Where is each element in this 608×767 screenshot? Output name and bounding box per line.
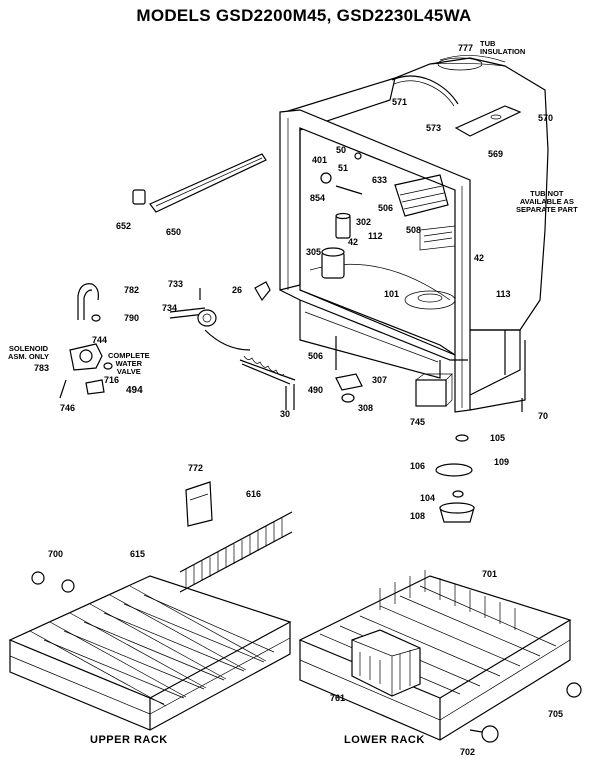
note-line: ASM. ONLY <box>8 352 49 361</box>
left-parts <box>59 153 296 410</box>
lower-rack-caption: LOWER RACK <box>344 734 425 746</box>
part-number-733: 733 <box>168 279 184 289</box>
part-number-570: 570 <box>538 113 554 123</box>
part-number-108: 108 <box>410 511 426 521</box>
part-number-700: 700 <box>48 549 64 559</box>
part-number-308: 308 <box>358 403 374 413</box>
complete-valve-note: COMPLETE WATER VALVE <box>108 352 150 376</box>
part-number-106: 106 <box>410 461 426 471</box>
part-number-746: 746 <box>60 403 76 413</box>
upper-rack-parts <box>31 481 293 593</box>
part-number-745: 745 <box>410 417 426 427</box>
tub-not-available-note: TUB NOT AVAILABLE AS SEPARATE PART <box>516 190 578 214</box>
right-parts <box>335 336 523 523</box>
part-number-650: 650 <box>166 227 182 237</box>
part-number-494: 494 <box>126 385 143 396</box>
solenoid-note: SOLENOID ASM. ONLY <box>8 345 49 361</box>
note-line: SEPARATE PART <box>516 205 578 214</box>
note-line: WATER <box>115 359 143 368</box>
part-number-716: 716 <box>104 375 120 385</box>
tub-assembly <box>279 55 549 413</box>
part-number-307: 307 <box>372 375 388 385</box>
part-number-401: 401 <box>312 155 328 165</box>
note-line: SOLENOID <box>8 344 49 353</box>
part-number-42-left: 42 <box>348 237 359 247</box>
part-number-790: 790 <box>124 313 140 323</box>
note-line: TUB NOT <box>530 189 564 198</box>
part-number-761: 761 <box>330 693 346 703</box>
upper-rack-caption: UPPER RACK <box>90 734 168 746</box>
part-number-112: 112 <box>368 231 383 241</box>
part-number-105: 105 <box>490 433 506 443</box>
note-line: COMPLETE <box>108 351 150 360</box>
part-number-705: 705 <box>548 709 564 719</box>
part-number-854: 854 <box>310 193 326 203</box>
part-number-50: 50 <box>336 145 347 155</box>
part-number-573: 573 <box>426 123 442 133</box>
part-number-777: 777 <box>458 43 474 53</box>
part-number-734: 734 <box>162 303 178 313</box>
part-number-506-bottom: 506 <box>308 351 324 361</box>
page-title: MODELS GSD2200M45, GSD2230L45WA <box>136 6 472 25</box>
upper-rack <box>8 575 292 731</box>
part-number-633: 633 <box>372 175 388 185</box>
note-line: VALVE <box>116 367 141 376</box>
part-number-782: 782 <box>124 285 140 295</box>
part-number-772: 772 <box>188 463 204 473</box>
part-number-652: 652 <box>116 221 132 231</box>
part-number-744: 744 <box>92 335 108 345</box>
note-line: TUB <box>480 39 496 48</box>
part-number-305: 305 <box>306 247 322 257</box>
note-line: INSULATION <box>480 47 526 56</box>
part-number-702: 702 <box>460 747 476 757</box>
part-number-506-top: 506 <box>378 203 394 213</box>
part-number-616: 616 <box>246 489 262 499</box>
note-line: AVAILABLE AS <box>519 197 574 206</box>
part-number-571: 571 <box>392 97 408 107</box>
lower-rack <box>298 570 582 743</box>
part-number-508: 508 <box>406 225 422 235</box>
part-number-302: 302 <box>356 217 372 227</box>
part-number-42-right: 42 <box>474 253 485 263</box>
part-number-26: 26 <box>232 285 243 295</box>
part-number-615: 615 <box>130 549 146 559</box>
part-number-109: 109 <box>494 457 510 467</box>
part-number-51: 51 <box>338 163 349 173</box>
part-number-783: 783 <box>34 363 50 373</box>
part-number-490: 490 <box>308 385 324 395</box>
part-number-113: 113 <box>496 289 511 299</box>
part-number-101: 101 <box>384 289 400 299</box>
part-number-104: 104 <box>420 493 436 503</box>
part-number-569: 569 <box>488 149 504 159</box>
part-number-70: 70 <box>538 411 549 421</box>
tub-insulation-note: TUB INSULATION <box>480 40 525 56</box>
part-number-30: 30 <box>280 409 291 419</box>
part-number-701: 701 <box>482 569 498 579</box>
